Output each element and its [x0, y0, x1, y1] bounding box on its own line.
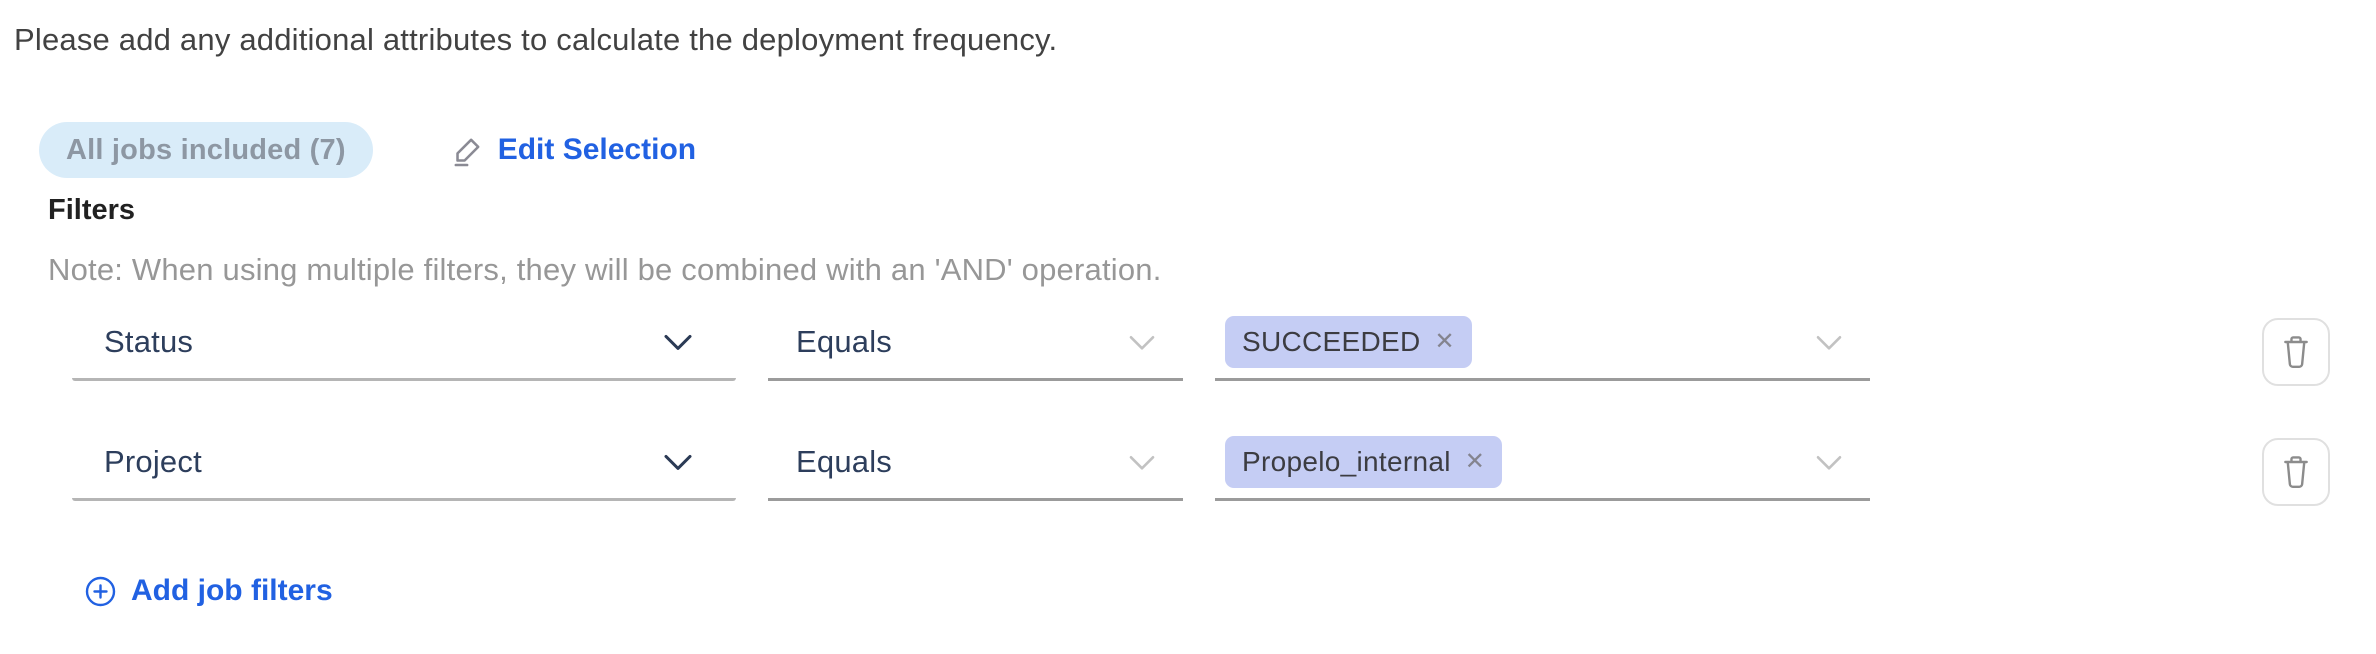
trash-icon: [2280, 454, 2312, 490]
filter-row: Status Equals SUCCEEDED ✕: [0, 305, 2376, 395]
operator-select-value: Equals: [796, 443, 892, 479]
value-tag: SUCCEEDED ✕: [1225, 315, 1472, 368]
filters-heading: Filters: [48, 194, 136, 226]
chevron-down-icon: [1129, 335, 1155, 351]
value-multiselect[interactable]: SUCCEEDED ✕: [1215, 305, 1870, 381]
plus-circle-icon: [85, 576, 116, 607]
operator-select[interactable]: Equals: [768, 305, 1183, 381]
edit-selection-label: Edit Selection: [497, 133, 697, 166]
operator-select[interactable]: Equals: [768, 425, 1183, 501]
attribute-select-value: Project: [104, 443, 202, 479]
chevron-down-icon: [664, 334, 692, 352]
remove-tag-icon[interactable]: ✕: [1464, 447, 1486, 475]
delete-filter-button[interactable]: [2262, 318, 2330, 386]
add-job-filters-label: Add job filters: [131, 574, 333, 607]
remove-tag-icon[interactable]: ✕: [1434, 327, 1455, 355]
chevron-down-icon: [664, 454, 692, 472]
filters-note: Note: When using multiple filters, they …: [48, 252, 1162, 287]
value-tag: Propelo_internal ✕: [1225, 435, 1503, 488]
delete-filter-button[interactable]: [2262, 438, 2330, 506]
jobs-selection-row: All jobs included (7) Edit Selection: [39, 122, 696, 178]
attribute-select-value: Status: [104, 323, 194, 359]
chevron-down-icon: [1129, 455, 1155, 471]
chevron-down-icon: [1816, 455, 1842, 471]
jobs-included-badge: All jobs included (7): [39, 122, 373, 178]
add-job-filters-button[interactable]: Add job filters: [85, 568, 333, 614]
attribute-select[interactable]: Status: [72, 305, 736, 381]
trash-icon: [2280, 334, 2312, 370]
value-tag-label: Propelo_internal: [1242, 445, 1451, 477]
chevron-down-icon: [1816, 335, 1842, 351]
attribute-select[interactable]: Project: [72, 425, 736, 501]
value-multiselect[interactable]: Propelo_internal ✕: [1215, 425, 1870, 501]
value-tag-label: SUCCEEDED: [1242, 325, 1421, 357]
filter-row: Project Equals Propelo_internal ✕: [0, 425, 2376, 515]
edit-selection-link[interactable]: Edit Selection: [451, 133, 696, 167]
operator-select-value: Equals: [796, 323, 892, 359]
edit-pencil-icon: [451, 133, 485, 167]
intro-text: Please add any additional attributes to …: [14, 22, 1058, 57]
